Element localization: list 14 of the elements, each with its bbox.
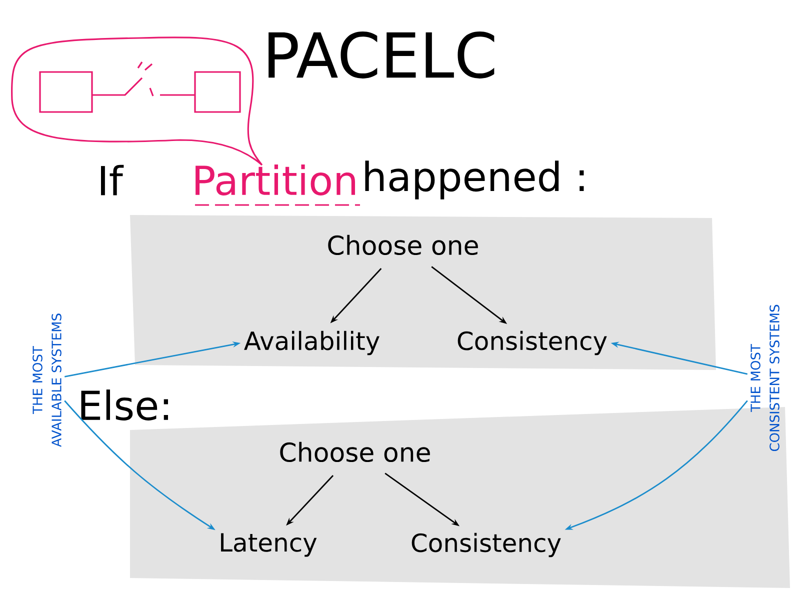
option-text: Consistency (412, 532, 561, 558)
heading-text: happened : (365, 160, 584, 200)
choice-text: Choose one (328, 234, 478, 256)
heading-text: Partition (196, 164, 355, 196)
choice-text: Choose one (280, 442, 430, 462)
heading-text: If (101, 164, 124, 196)
side-note: THE MOST AVAILABLE SYSTEMS (32, 314, 62, 447)
heading-text: Else: (81, 390, 168, 420)
option-text: Consistency (458, 330, 607, 356)
title: PACELC (268, 32, 494, 78)
side-note: THE MOST CONSISTENT SYSTEMS (750, 304, 780, 452)
option-text: Availability (244, 330, 380, 356)
option-text: Latency (221, 533, 317, 557)
panel-band (130, 215, 716, 370)
